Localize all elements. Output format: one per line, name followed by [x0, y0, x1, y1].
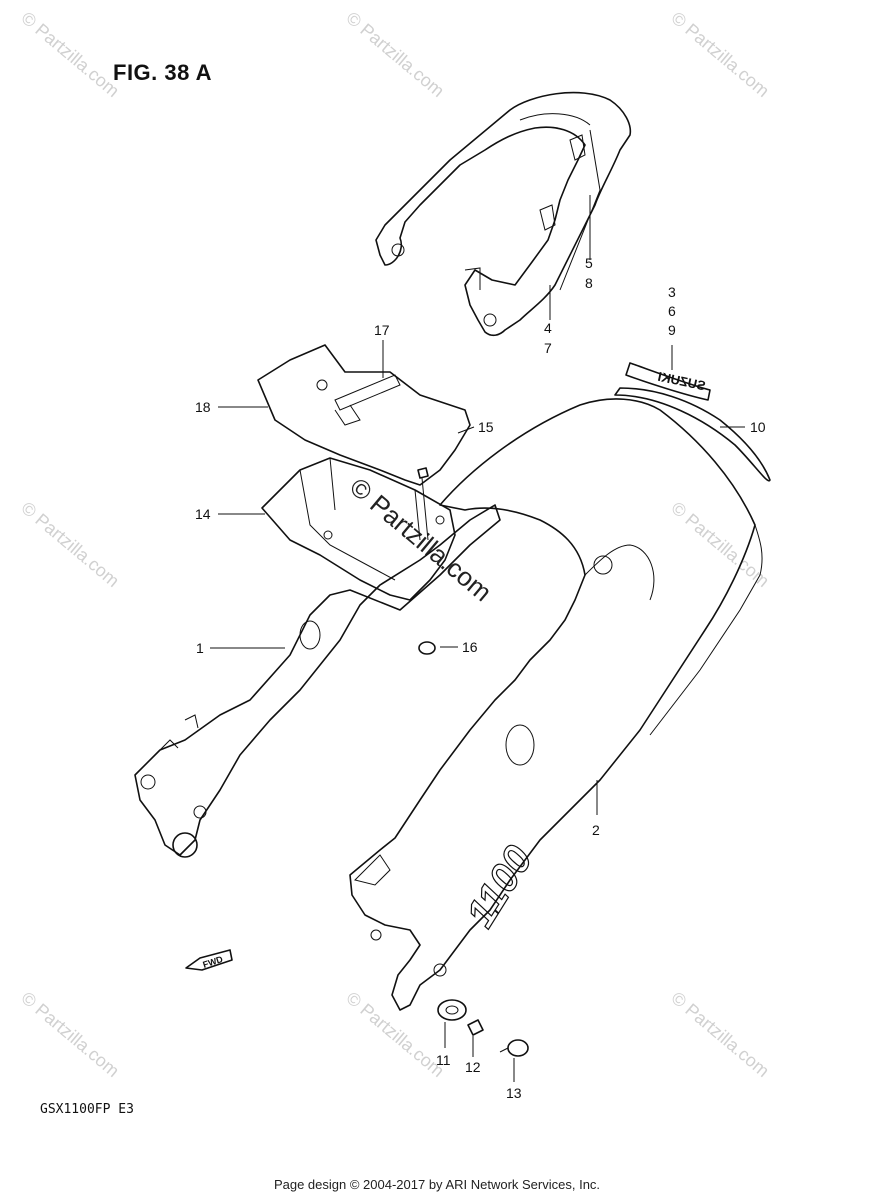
callout-4: 4 [544, 320, 552, 336]
tray-part [261, 457, 456, 601]
watermark-top-left: © Partzilla.com [17, 8, 123, 101]
bolt-13-part [507, 1039, 529, 1057]
upper-rail-part [375, 91, 632, 337]
callout-1: 1 [196, 640, 204, 656]
callout-13: 13 [506, 1085, 522, 1101]
callout-15: 15 [478, 419, 494, 435]
watermark-mid-left: © Partzilla.com [17, 498, 123, 591]
callout-2: 2 [592, 822, 600, 838]
callout-18: 18 [195, 399, 211, 415]
callout-5: 5 [585, 255, 593, 271]
callout-7: 7 [544, 340, 552, 356]
watermark-center: © Partzilla.com [344, 472, 497, 608]
callout-16: 16 [462, 639, 478, 655]
bolt-15-part [417, 467, 429, 541]
watermark-mid-right: © Partzilla.com [667, 498, 773, 591]
leader-lines [210, 195, 745, 1082]
callout-11: 11 [436, 1052, 451, 1068]
callout-10: 10 [750, 419, 766, 435]
copyright-footer: Page design © 2004-2017 by ARI Network S… [273, 1177, 601, 1192]
watermark-bottom-right: © Partzilla.com [667, 988, 773, 1081]
watermark-bottom-left: © Partzilla.com [17, 988, 123, 1081]
callout-labels: 1 2 3 4 5 6 7 8 9 10 11 12 13 14 15 16 1… [195, 255, 766, 1101]
callout-3: 3 [668, 284, 676, 300]
emblem-text: SUZUKI [657, 369, 707, 394]
collar-12-part [467, 1019, 484, 1036]
fwd-arrow-icon: FWD [185, 949, 233, 971]
callout-8: 8 [585, 275, 593, 291]
small-hardware-part [437, 999, 529, 1057]
callout-12: 12 [465, 1059, 481, 1075]
figure-title: FIG. 38 A [113, 60, 213, 85]
callout-6: 6 [668, 303, 676, 319]
watermark-top-right: © Partzilla.com [667, 8, 773, 101]
tool-bag-part [257, 344, 471, 486]
callout-9: 9 [668, 322, 676, 338]
nut-16-part [418, 641, 436, 655]
rear-cowl-part: 1100 [349, 398, 763, 1011]
callout-14: 14 [195, 506, 211, 522]
model-code: GSX1100FP E3 [40, 1102, 134, 1117]
watermark-top-center: © Partzilla.com [342, 8, 448, 101]
cowl-badge-text: 1100 [458, 839, 541, 935]
watermark-group: © Partzilla.com © Partzilla.com © Partzi… [17, 8, 773, 1081]
tape-stripe-part [614, 387, 771, 482]
bushing-11-part [437, 999, 467, 1021]
seat-rail-part [134, 504, 501, 858]
callout-17: 17 [374, 322, 390, 338]
